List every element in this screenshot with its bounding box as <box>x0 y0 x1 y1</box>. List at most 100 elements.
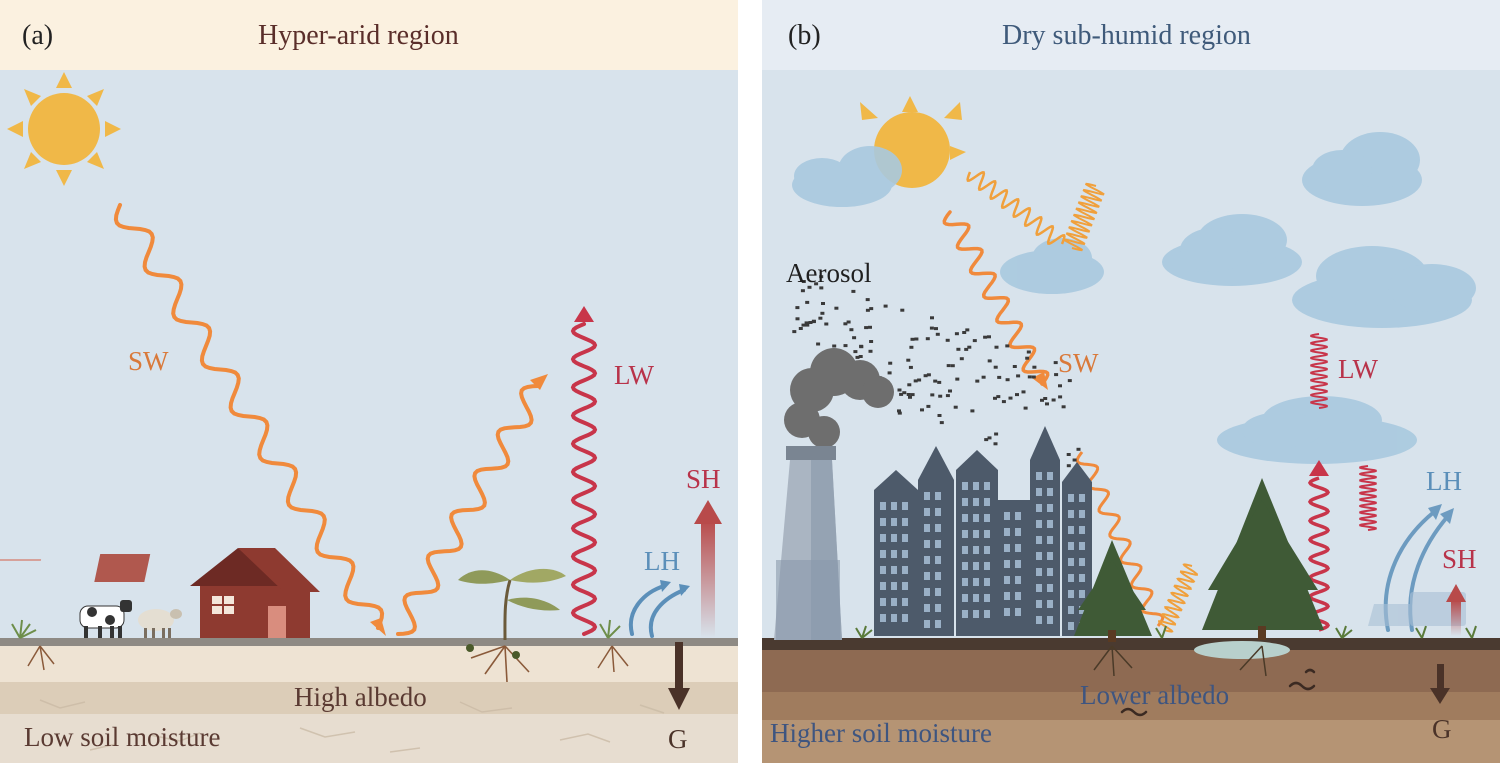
aerosol-particle <box>987 335 991 339</box>
aerosol-particle <box>994 345 999 349</box>
label-soil-moisture: Higher soil moisture <box>770 718 992 748</box>
building-window <box>962 530 968 538</box>
aerosol-particle <box>987 359 992 363</box>
aerosol-particle <box>1066 453 1071 456</box>
aerosol-particle <box>994 432 999 436</box>
aerosol-particle <box>807 285 812 289</box>
building-window <box>962 594 968 602</box>
aerosol-particle <box>1021 390 1026 394</box>
aerosol-particle <box>959 357 964 361</box>
aerosol-particle <box>1040 398 1044 402</box>
building-window <box>1047 488 1053 496</box>
building-window <box>891 502 897 510</box>
aerosol-particle <box>910 393 915 397</box>
label-lh: LH <box>644 546 680 576</box>
aerosol-particle <box>859 345 864 349</box>
building-window <box>973 530 979 538</box>
aerosol-particle <box>868 325 872 329</box>
aerosol-particle <box>917 378 922 382</box>
aerosol-particle <box>818 316 823 320</box>
aerosol-particle <box>972 339 977 343</box>
label-lw: LW <box>614 360 654 390</box>
building-window <box>891 566 897 574</box>
aerosol-particle <box>868 349 873 353</box>
aerosol-particle <box>937 414 942 417</box>
building-window <box>1036 520 1042 528</box>
building-window <box>902 598 908 606</box>
aerosol-particle <box>945 338 950 342</box>
aerosol-particle <box>800 289 805 293</box>
aerosol-particle <box>1005 378 1010 382</box>
aerosol-particle <box>855 355 860 359</box>
building-roof <box>874 470 918 490</box>
aerosol-particle <box>933 379 938 383</box>
aerosol-particle <box>1043 397 1048 400</box>
building-window <box>1004 592 1010 600</box>
aerosol-particle <box>929 326 934 330</box>
building-window <box>1015 528 1021 536</box>
aerosol-particle <box>869 307 874 311</box>
building-window <box>973 546 979 554</box>
building-window <box>973 514 979 522</box>
aerosol-particle <box>993 442 998 446</box>
panel-dry-sub-humid: (b) Dry sub-humid region Aerosol SW LW L… <box>762 0 1500 763</box>
aerosol-particle <box>805 300 810 304</box>
aerosol-particle <box>865 298 870 302</box>
aerosol-particle <box>987 436 992 440</box>
panel-b-illustration <box>762 0 1500 763</box>
longwave-arrowhead <box>1309 460 1329 476</box>
aerosol-particle <box>1015 393 1019 397</box>
building-window <box>891 518 897 526</box>
panel-b-tag: (b) <box>788 20 821 51</box>
aerosol-particle <box>805 323 810 327</box>
roots <box>27 645 629 673</box>
label-albedo: Lower albedo <box>1080 680 1230 710</box>
aerosol-particle <box>821 302 825 305</box>
aerosol-particle <box>887 371 892 375</box>
building-window <box>1047 536 1053 544</box>
building-window <box>935 620 941 628</box>
aerosol-particle <box>913 379 918 383</box>
building-window <box>880 598 886 606</box>
aerosol-particle <box>930 393 935 397</box>
aerosol-particle <box>996 395 1001 399</box>
building-window <box>973 610 979 618</box>
grass-tufts <box>11 619 621 639</box>
aerosol-particle <box>1066 464 1071 468</box>
aerosol-particle <box>906 393 911 396</box>
building-window <box>891 582 897 590</box>
aerosol-particle <box>1031 375 1036 379</box>
aerosol-particle <box>899 392 904 396</box>
building-window <box>1068 558 1074 566</box>
building-window <box>962 578 968 586</box>
building-window <box>984 594 990 602</box>
building <box>874 490 918 636</box>
aerosol-particle <box>955 377 960 381</box>
building-window <box>973 578 979 586</box>
aerosol-particle <box>1001 400 1006 404</box>
aerosol-particle <box>1053 361 1058 365</box>
aerosol-particle <box>939 421 944 425</box>
aerosol-particle <box>937 380 942 384</box>
building-window <box>984 546 990 554</box>
aerosol-particle <box>1026 350 1031 354</box>
aerosol-particle <box>801 280 806 283</box>
building-window <box>962 546 968 554</box>
building-window <box>1036 504 1042 512</box>
aerosol-particle <box>1023 406 1028 410</box>
building-window <box>1068 494 1074 502</box>
building-window <box>1004 544 1010 552</box>
aerosol-particle <box>945 394 950 398</box>
building-window <box>1036 552 1042 560</box>
building-window <box>962 482 968 490</box>
label-g: G <box>1432 714 1452 744</box>
building-window <box>935 492 941 500</box>
panel-a-illustration <box>0 0 738 763</box>
building-roof <box>918 446 954 480</box>
aerosol-particle <box>846 320 851 324</box>
building-window <box>1015 544 1021 552</box>
aerosol-particle <box>798 327 803 330</box>
aerosol-particle <box>956 347 961 351</box>
building-window <box>1036 488 1042 496</box>
building-window <box>924 604 930 612</box>
